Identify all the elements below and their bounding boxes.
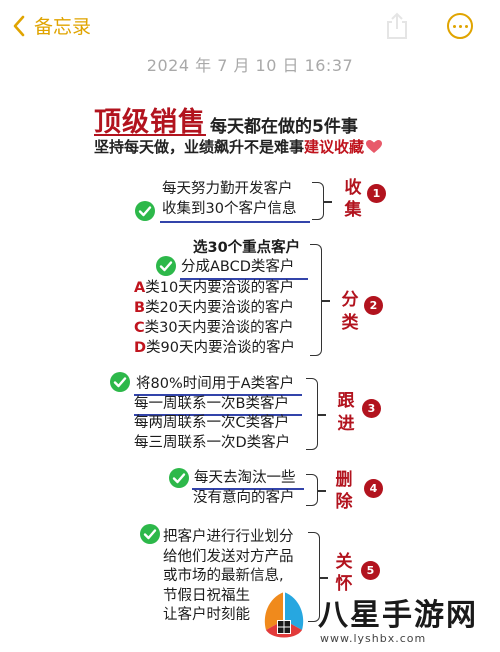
site-watermark: 八星手游网 www.lyshbx.com [258,590,500,652]
section-tag: 分 [341,290,359,310]
watermark-url: www.lyshbx.com [320,632,427,645]
section-tag: 收 [344,178,362,198]
heart-icon [366,139,383,153]
section-line: 每天去淘汰一些 [194,470,296,486]
section-tag: 跟 [337,391,355,411]
section-tag: 怀 [335,574,353,594]
check-icon [169,468,189,488]
section-line: 给他们发送对方产品 [163,549,294,565]
top-bar: 备忘录 [0,0,500,52]
underline [160,221,310,223]
section-tag: 类 [341,313,359,333]
underline [192,488,304,490]
more-options-icon[interactable] [447,13,473,39]
classify-row-b: B类20天内要洽谈的客户 [134,300,295,316]
bracket [308,532,328,622]
note-datetime: 2024 年 7 月 10 日 16:37 [146,56,354,75]
section-number-badge: 3 [362,399,381,418]
section-tag: 关 [335,552,353,572]
section-line: 每两周联系一次C类客户 [134,415,290,431]
section-line: 将80%时间用于A类客户 [136,376,295,392]
back-label: 备忘录 [34,16,92,38]
section-number-badge: 5 [361,561,380,580]
subline-text: 坚持每天做，业绩飙升不是难事 [94,138,305,156]
section-line: 每天努力勤开发客户 [162,181,293,197]
chevron-left-icon [13,15,25,36]
check-icon [135,201,155,221]
site-logo-icon [264,592,304,638]
check-icon [140,524,160,544]
section-number-badge: 4 [364,479,383,498]
headline-big: 顶级销售 [94,107,206,138]
headline-rest: 每天都在做的5件事 [210,117,358,137]
classify-row-d: D类90天内要洽谈的客户 [134,340,295,356]
bracket [312,182,332,220]
note-subline: 坚持每天做，业绩飙升不是难事 建议收藏 [94,136,383,157]
underline [180,278,308,280]
section-line: 让客户时刻能 [163,607,250,623]
underline [134,394,302,396]
back-button[interactable]: 备忘录 [12,12,91,39]
section-number-badge: 1 [367,184,386,203]
bracket [306,378,326,450]
section-line: 分成ABCD类客户 [181,259,295,275]
section-tag: 删 [335,470,353,490]
section-line: 每三周联系一次D类客户 [134,435,291,451]
check-icon [156,256,176,276]
watermark-name: 八星手游网 [317,597,478,635]
section-line: 选30个重点客户 [193,240,301,256]
section-number-badge: 2 [364,296,383,315]
section-line: 每一周联系一次B类客户 [134,396,289,412]
share-icon[interactable] [384,12,410,40]
section-tag: 除 [335,492,353,512]
classify-row-a: A类10天内要洽谈的客户 [134,280,295,296]
section-line: 收集到30个客户信息 [162,201,297,217]
bracket [310,244,330,356]
bracket [306,474,326,506]
section-tag: 集 [344,200,362,220]
section-line: 把客户进行行业划分 [163,529,294,545]
check-icon [110,372,130,392]
note-headline: 顶级销售 每天都在做的5件事 [94,100,358,139]
underline [134,414,302,416]
section-tag: 进 [337,414,355,434]
section-line: 节假日祝福生 [163,588,250,604]
section-line: 没有意向的客户 [193,490,295,506]
subline-bookmark-tip: 建议收藏 [304,138,365,156]
classify-row-c: C类30天内要洽谈的客户 [134,320,294,336]
section-line: 或市场的最新信息, [163,568,284,584]
